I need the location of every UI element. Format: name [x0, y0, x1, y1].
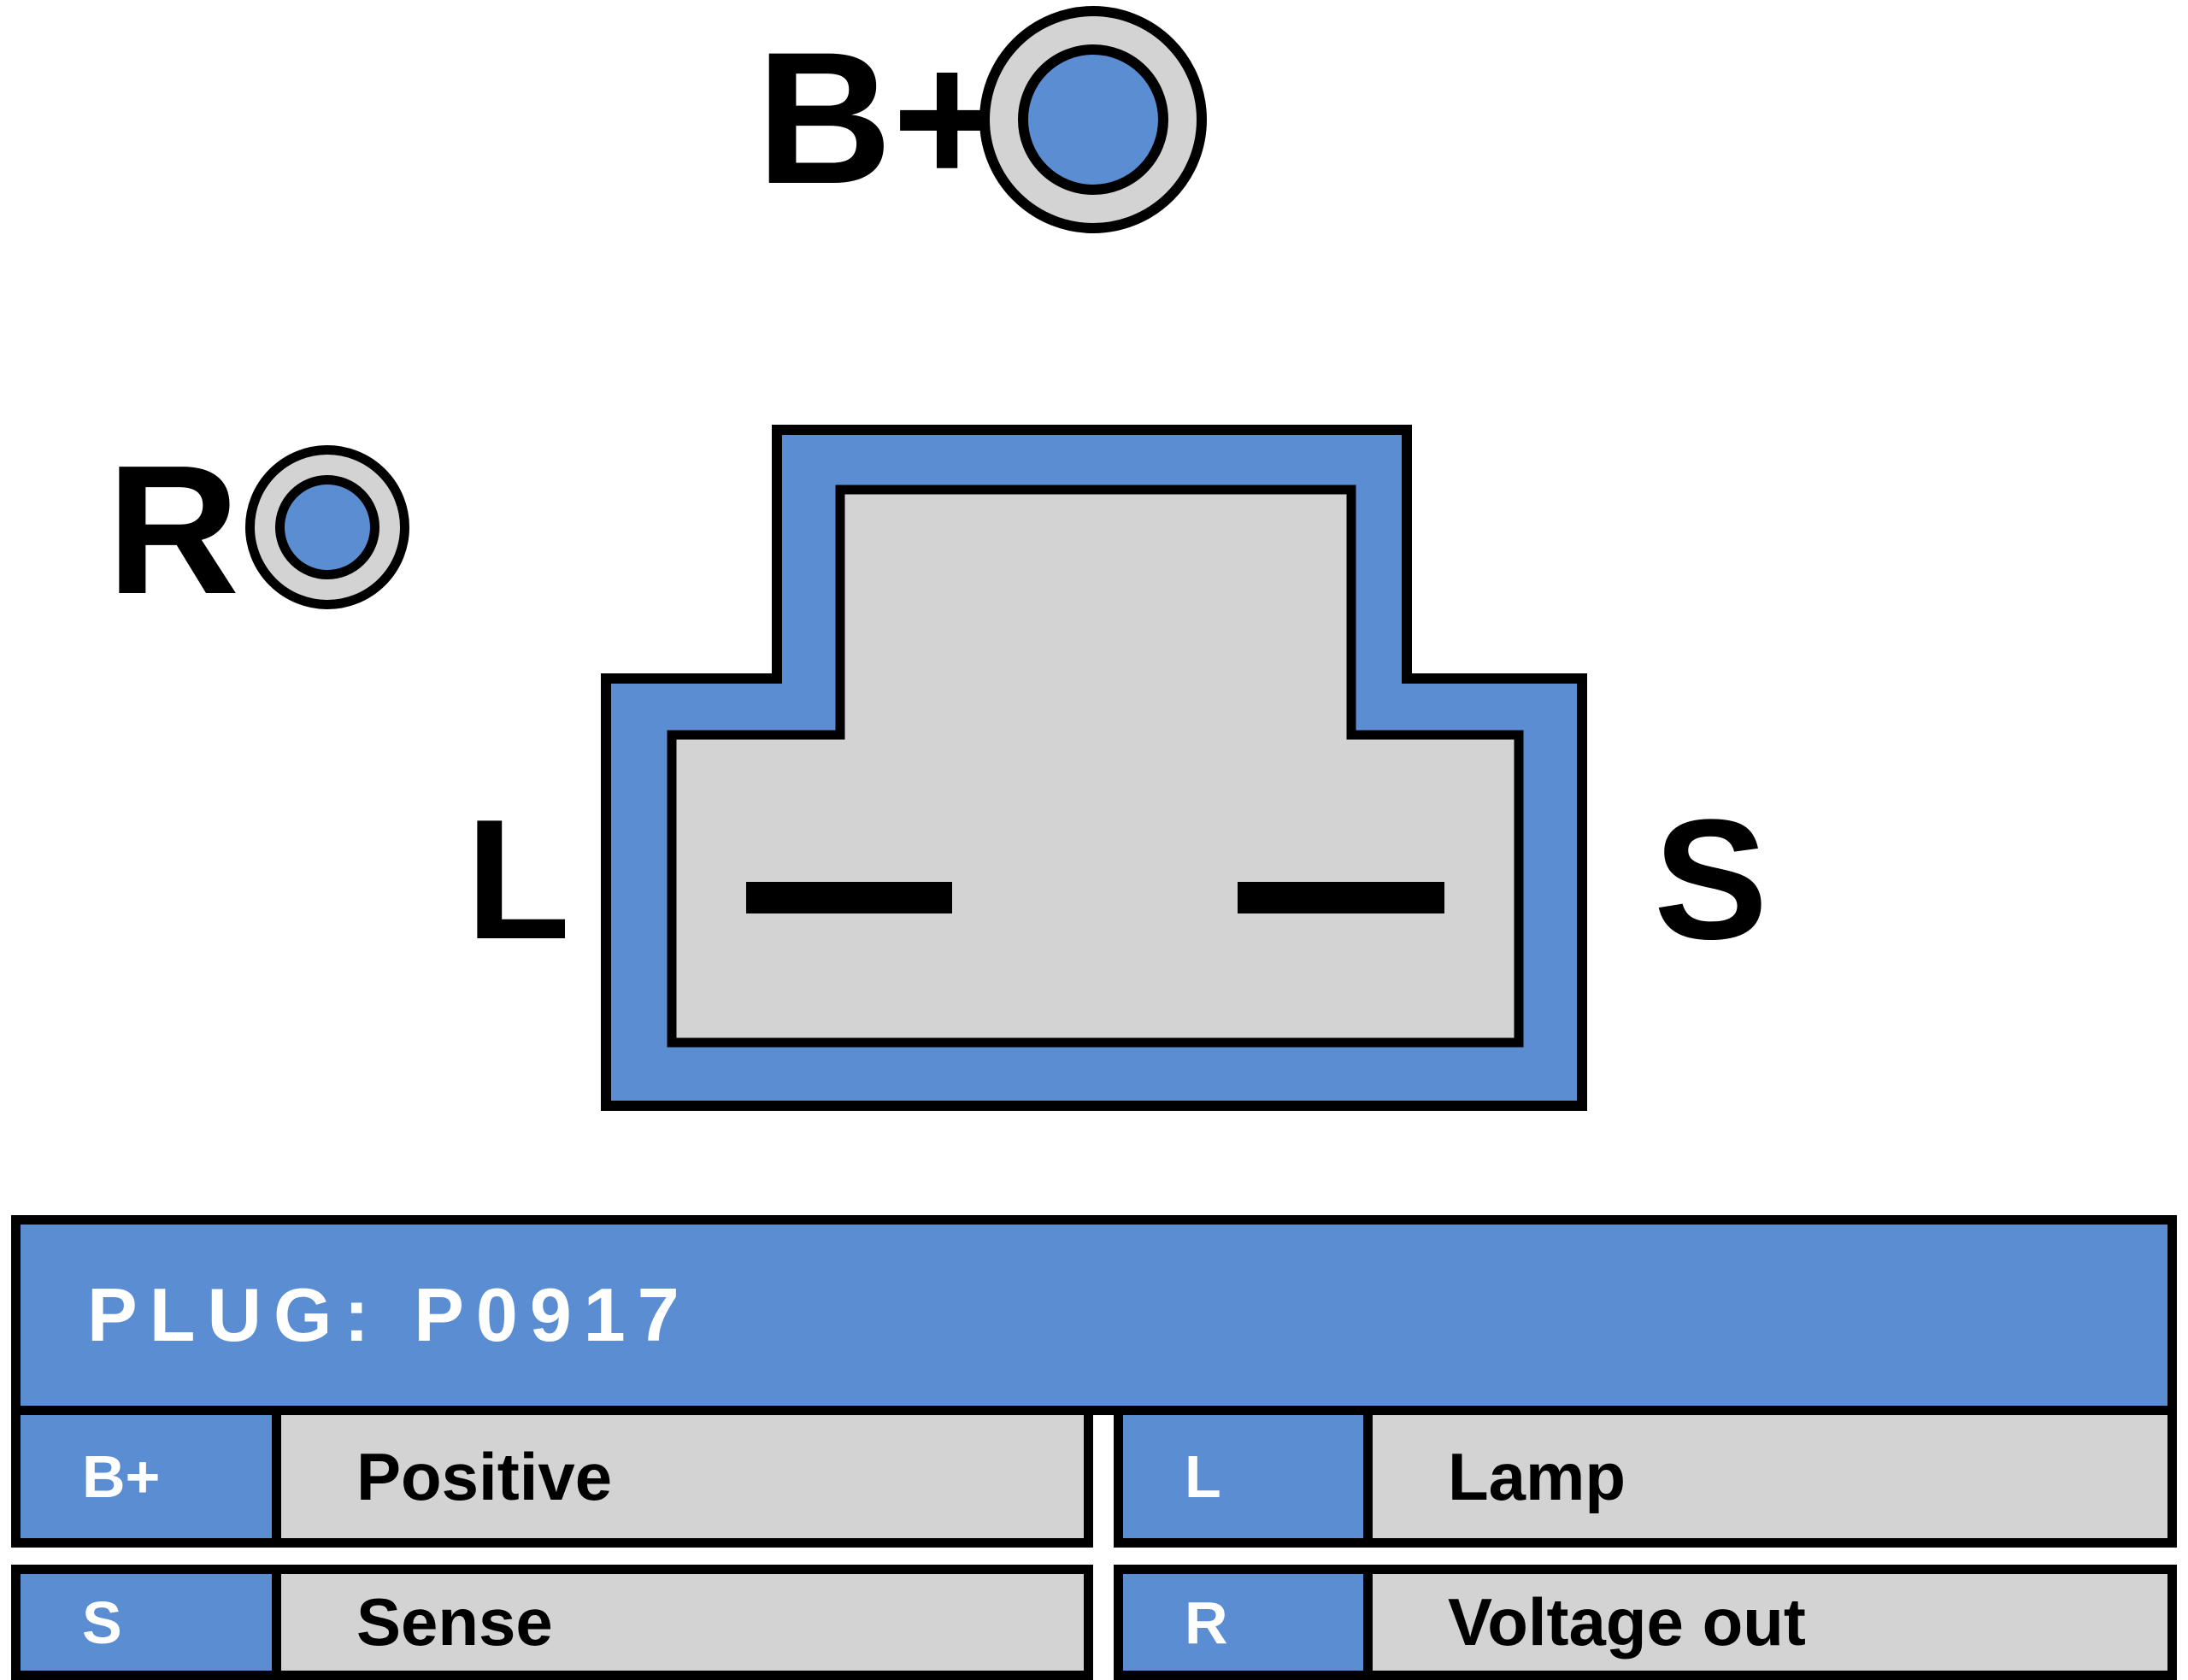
- plug-table-header: PLUG: P0917: [11, 1215, 2177, 1415]
- terminal-bplus-icon: [979, 6, 1207, 233]
- table-cell-key-s: S: [11, 1565, 281, 1680]
- plug-table-title: PLUG: P0917: [87, 1272, 691, 1357]
- terminal-r-label: R: [107, 426, 240, 632]
- table-cell-key-bplus: B+: [11, 1406, 281, 1548]
- table-cell-value-positive: Positive: [272, 1406, 1093, 1548]
- table-cell-value-lamp: Lamp: [1363, 1406, 2177, 1548]
- terminal-bplus-label: B+: [756, 13, 1003, 223]
- connector-plug-icon: [601, 425, 1587, 1111]
- pin-label-right: S: [1654, 784, 1768, 975]
- terminal-r-icon: [245, 445, 409, 609]
- table-cell-key-r: R: [1114, 1565, 1373, 1680]
- table-cell-value-voltage-out: Voltage out: [1363, 1565, 2177, 1680]
- table-cell-key-l: L: [1114, 1406, 1373, 1548]
- table-cell-value-sense: Sense: [272, 1565, 1093, 1680]
- pin-slot-right: [1238, 882, 1444, 913]
- terminal-r-pin-icon: [275, 475, 379, 579]
- pin-label-left: L: [466, 784, 571, 975]
- terminal-bplus-pin-icon: [1018, 44, 1168, 195]
- pin-slot-left: [746, 882, 952, 913]
